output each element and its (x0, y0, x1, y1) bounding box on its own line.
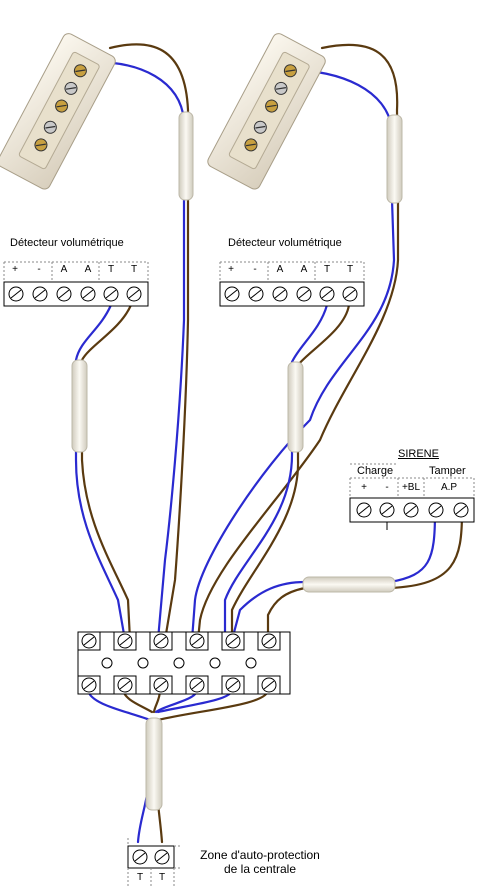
detector-right-terminal-label: A (300, 264, 308, 275)
wire-blue (74, 303, 127, 642)
wire-brown (230, 303, 351, 642)
zone-label-line1: Zone d'auto-protection (200, 848, 320, 862)
zone-terminal-label: T (158, 872, 166, 883)
sirene-title: SIRENE (398, 448, 439, 460)
wire-brown (108, 43, 190, 642)
detector-right-terminals (219, 261, 365, 307)
detector-left-terminal-label: T (130, 264, 138, 275)
zone-label: Zone d'auto-protection de la centrale (180, 848, 340, 876)
wire-blue (93, 60, 186, 642)
wire-blue (190, 68, 396, 642)
wire-blue (223, 303, 329, 642)
detector-left-title: Détecteur volumétrique (10, 237, 124, 249)
wire-brown (196, 43, 400, 642)
sirene-charge-label: Charge (357, 465, 394, 477)
junction-terminal-block (77, 631, 291, 695)
detector-left-terminal-label: A (60, 264, 68, 275)
cable-sleeves (71, 111, 403, 811)
sleeve-zone (145, 717, 163, 811)
detector-right-terminal-label: + (228, 264, 234, 275)
wire-brown (80, 303, 133, 642)
sleeve-right-detector (287, 361, 304, 453)
sirene-terminals (349, 463, 475, 530)
zone-label-line2: de la centrale (223, 862, 297, 876)
sirene-terminal-label: + (361, 482, 367, 493)
wire-blue (86, 688, 152, 844)
sirene-tamper-label: Tamper (429, 465, 466, 477)
wire-brown (343, 510, 464, 590)
wire-blue (230, 580, 307, 642)
detector-right-title: Détecteur volumétrique (228, 237, 342, 249)
wire-brown (266, 586, 307, 642)
detector-left-terminal-label: - (37, 264, 41, 275)
detector-left-terminal-label: A (84, 264, 92, 275)
sleeve-left-detector (71, 359, 88, 453)
detector-right-terminal-label: T (323, 264, 331, 275)
zone-terminal-label: T (136, 872, 144, 883)
sleeve-top-left (178, 111, 194, 201)
sirene-terminal-label: - (385, 482, 389, 493)
sleeve-top-right (386, 114, 403, 204)
detector-right-terminal-label: A (276, 264, 284, 275)
sirene-terminal-label: A.P (440, 482, 458, 493)
detector-right-terminal-label: T (346, 264, 354, 275)
detector-left-terminals (3, 261, 149, 307)
detector-right-terminal-label: - (253, 264, 257, 275)
sleeve-sirene (302, 576, 396, 593)
detector-left-terminal-label: + (12, 264, 18, 275)
wire-brown (154, 688, 270, 844)
detector-housing-right (207, 33, 326, 190)
detector-left-terminal-label: T (107, 264, 115, 275)
sirene-terminal-label: +BL (401, 482, 421, 493)
zone-terminals (127, 838, 182, 888)
detector-housing-left (0, 33, 116, 190)
